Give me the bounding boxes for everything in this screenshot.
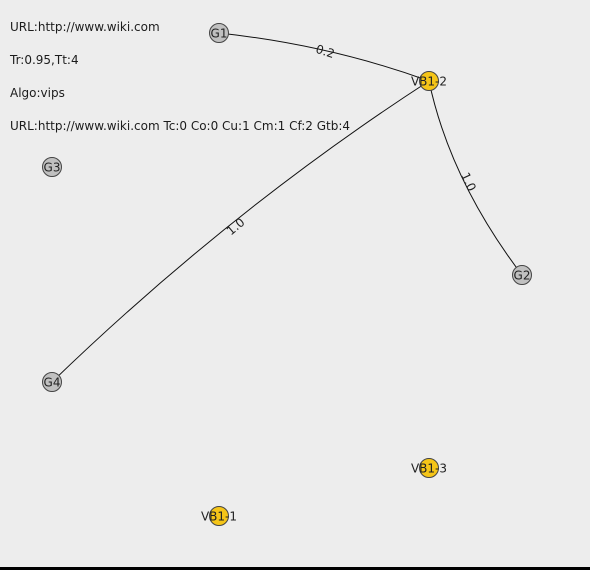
node-circle[interactable] [42, 372, 62, 392]
node-g4[interactable]: G4 [42, 372, 62, 392]
threshold-line: Tr:0.95,Tt:4 [10, 53, 79, 67]
edge-vb1-2-g4: 1.0 [51, 80, 430, 383]
node-circle[interactable] [512, 265, 532, 285]
edge-line [218, 32, 430, 82]
node-label: G2 [514, 269, 531, 283]
node-g1[interactable]: G1 [209, 23, 229, 43]
node-label: VB1-3 [411, 462, 447, 476]
node-circle[interactable] [419, 71, 439, 91]
edge-weight-label: 1.0 [458, 170, 479, 193]
edge-line [428, 80, 523, 276]
url-line: URL:http://www.wiki.com [10, 20, 160, 34]
node-label: G4 [44, 376, 61, 390]
edge-g1-vb1-2: 0.2 [218, 32, 430, 82]
bottom-border [0, 567, 590, 570]
node-circle[interactable] [209, 506, 229, 526]
edges-layer: 0.2 1.0 1.0 [51, 32, 523, 383]
edge-line [51, 80, 430, 383]
edge-weight-label: 1.0 [224, 215, 248, 238]
edge-weight-label: 0.2 [314, 42, 336, 61]
algorithm-line: Algo:vips [10, 86, 65, 100]
node-vb1-1[interactable]: VB1-1 [201, 506, 237, 526]
node-vb1-2[interactable]: VB1-2 [411, 71, 447, 91]
node-vb1-3[interactable]: VB1-3 [411, 458, 447, 478]
node-label: G3 [44, 161, 61, 175]
node-circle[interactable] [42, 157, 62, 177]
node-label: VB1-1 [201, 510, 237, 524]
info-header: URL:http://www.wiki.com Tr:0.95,Tt:4 Alg… [10, 0, 350, 143]
node-circle[interactable] [209, 23, 229, 43]
node-label: VB1-2 [411, 75, 447, 89]
node-g3[interactable]: G3 [42, 157, 62, 177]
node-label: G1 [211, 27, 228, 41]
node-circle[interactable] [419, 458, 439, 478]
edge-vb1-2-g2: 1.0 [428, 80, 523, 276]
node-g2[interactable]: G2 [512, 265, 532, 285]
stats-line: URL:http://www.wiki.com Tc:0 Co:0 Cu:1 C… [10, 119, 351, 133]
